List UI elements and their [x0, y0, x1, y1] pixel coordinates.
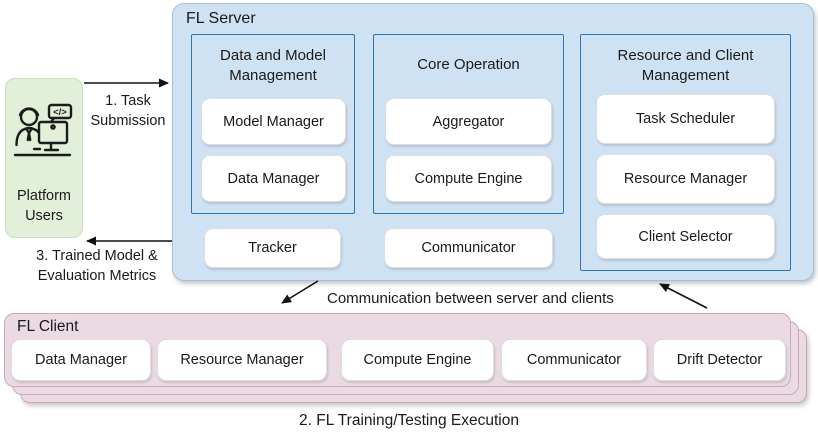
- communicator-box: Communicator: [384, 228, 553, 268]
- fl-server-box: FL Server Data and Model Management Mode…: [172, 3, 814, 281]
- group-title: Core Operation: [417, 56, 520, 73]
- client-selector-box: Client Selector: [596, 214, 775, 259]
- comm-arrow-to-client: [281, 280, 319, 304]
- group-data-and-model-management: Data and Model Management Model Manager …: [191, 34, 355, 214]
- group-title: Data and Model Management: [220, 47, 326, 84]
- person-tie: [25, 127, 33, 142]
- monitor: [37, 120, 69, 145]
- execution-label: 2. FL Training/Testing Execution: [299, 412, 519, 429]
- fl-client-box: FL Client Data Manager Resource Manager …: [4, 313, 791, 387]
- group-resource-and-client-management: Resource and Client Management Task Sche…: [580, 34, 791, 271]
- client-drift-detector-box: Drift Detector: [653, 339, 786, 381]
- task-submission-label: 1. Task Submission: [90, 93, 166, 129]
- monitor-stand: [43, 141, 60, 152]
- aggregator-box: Aggregator: [385, 98, 552, 145]
- compute-engine-box: Compute Engine: [385, 155, 552, 202]
- client-data-manager-box: Data Manager: [11, 339, 151, 381]
- client-compute-engine-box: Compute Engine: [341, 339, 494, 381]
- tracker-box: Tracker: [204, 228, 341, 268]
- fl-client-title: FL Client: [17, 318, 79, 335]
- model-manager-box: Model Manager: [201, 98, 346, 145]
- client-resource-manager-box: Resource Manager: [157, 339, 327, 381]
- trained-model-label: 3. Trained Model & Evaluation Metrics: [36, 248, 158, 284]
- code-bubble-tail: [49, 116, 56, 124]
- person-shoulders: [15, 126, 41, 147]
- person-head: [19, 107, 39, 127]
- client-communicator-box: Communicator: [501, 339, 647, 381]
- group-core-operation: Core Operation Aggregator Compute Engine: [373, 34, 564, 214]
- code-bubble: [47, 103, 73, 120]
- data-manager-box: Data Manager: [201, 155, 346, 202]
- monitor-dot: [50, 124, 56, 130]
- platform-users-box: </> Platform Users: [5, 78, 83, 238]
- code-glyph: </>: [53, 107, 67, 118]
- platform-users-label: Platform Users: [17, 188, 71, 224]
- developer-at-computer-icon: </>: [13, 103, 73, 157]
- fl-server-title: FL Server: [186, 10, 256, 27]
- communication-label: Communication between server and clients: [327, 290, 614, 307]
- group-title: Resource and Client Management: [617, 47, 754, 84]
- task-scheduler-box: Task Scheduler: [596, 94, 775, 144]
- resource-manager-box: Resource Manager: [596, 154, 775, 204]
- comm-arrow-to-server: [659, 283, 708, 309]
